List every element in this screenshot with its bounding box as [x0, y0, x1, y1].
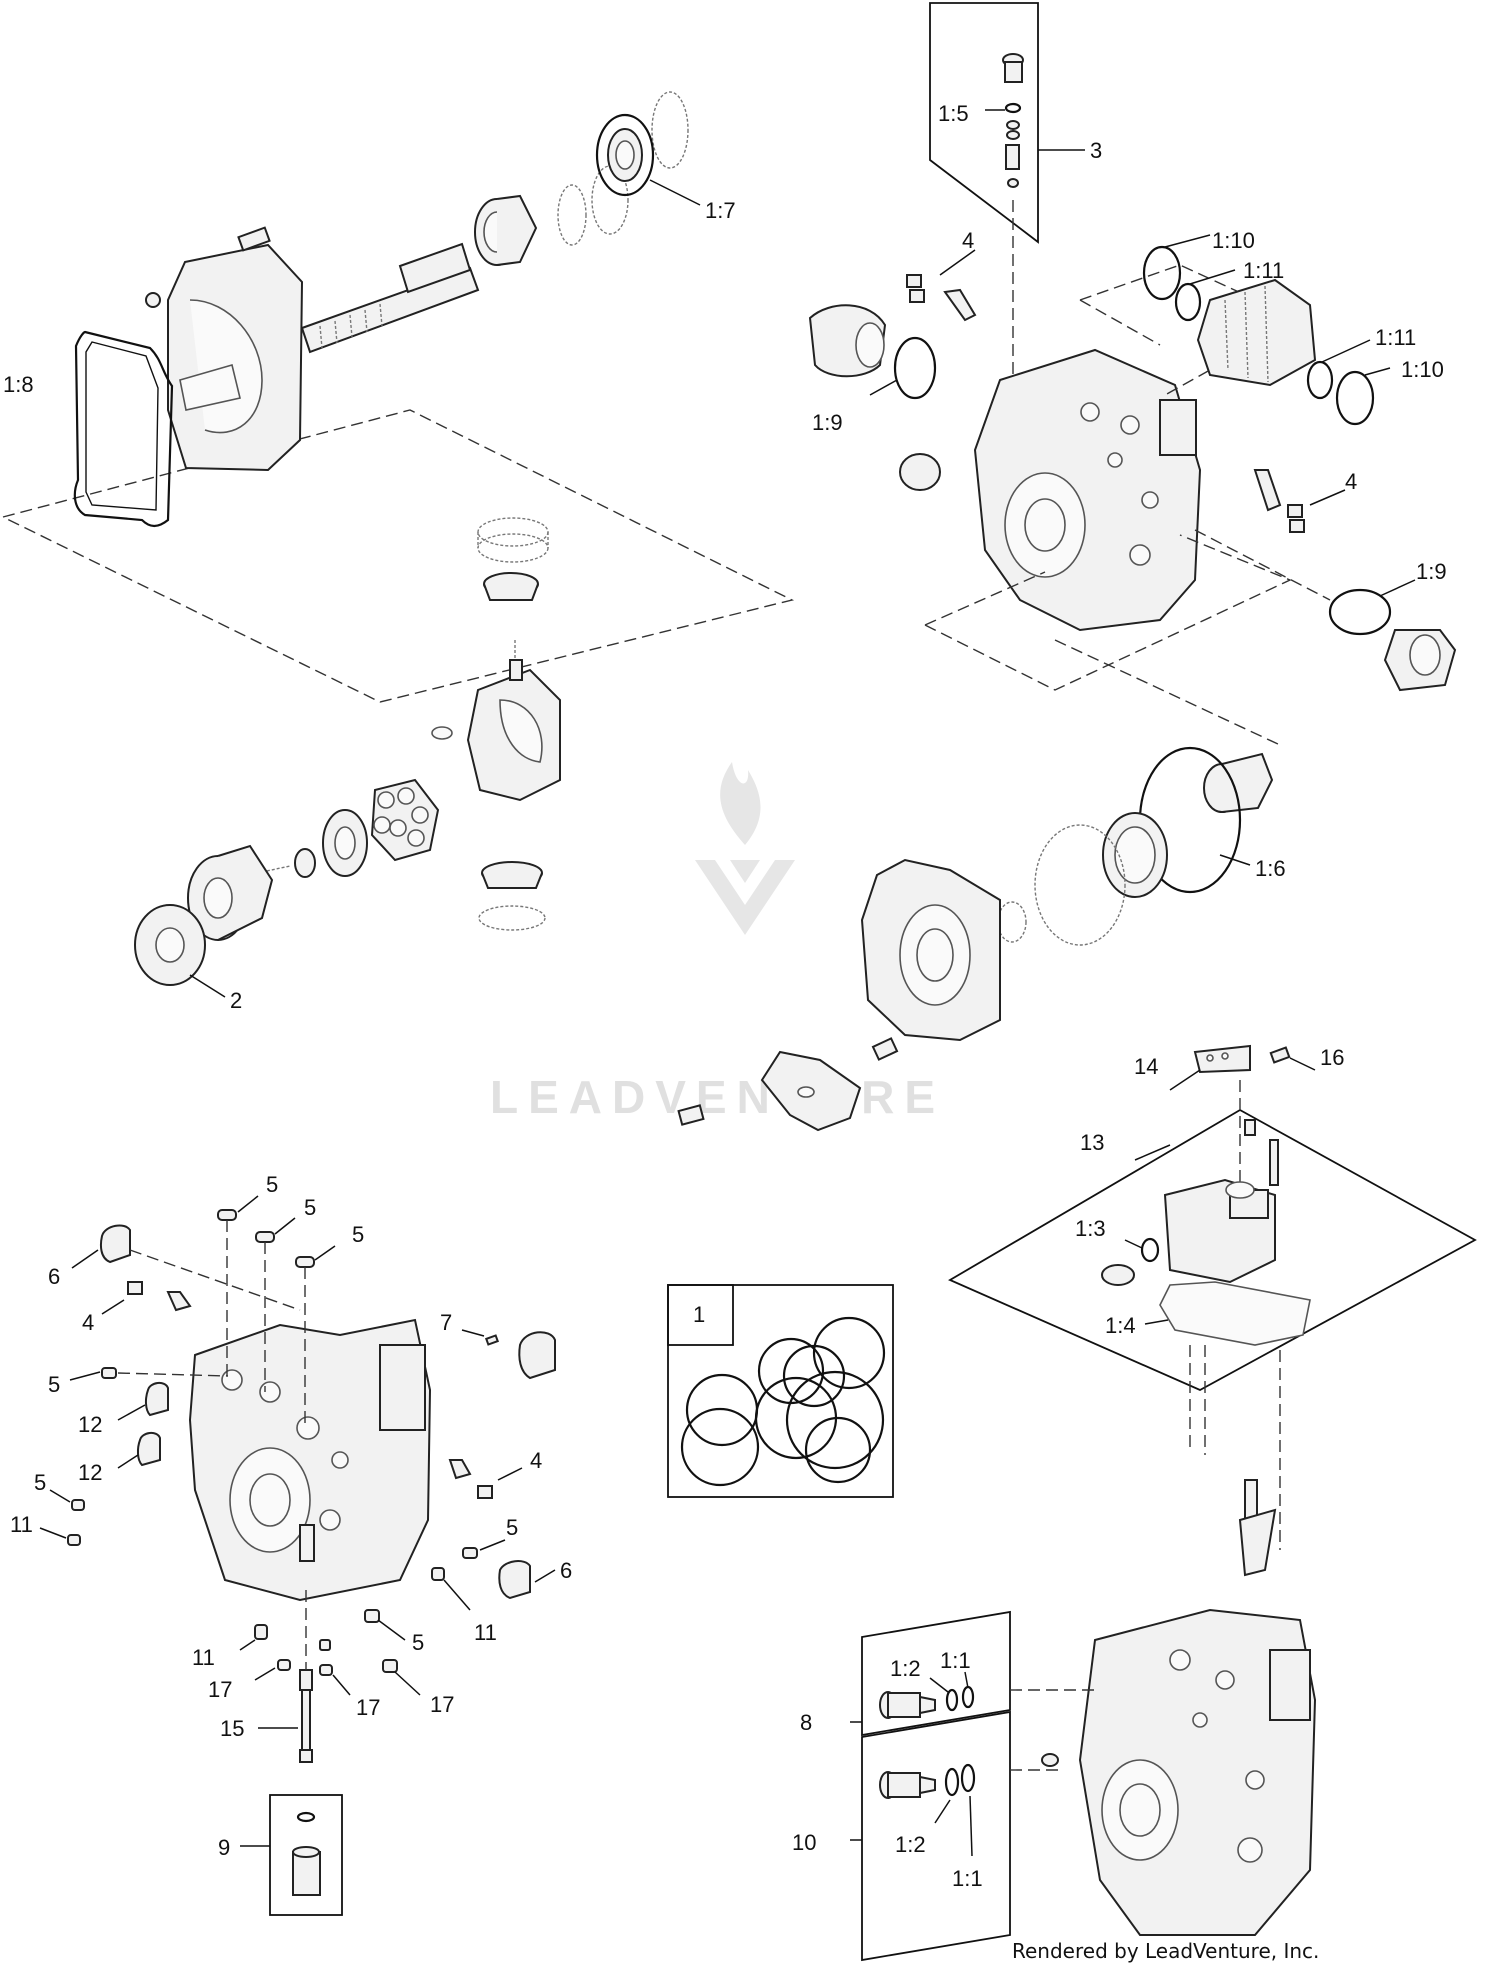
housing-lower-right: [850, 1479, 1317, 1962]
o-ring-1-9b: [1328, 588, 1392, 636]
charge-pump-assembly: [677, 639, 1281, 1132]
label-5-g: 5: [412, 1630, 424, 1655]
label-9: 9: [218, 1835, 230, 1860]
label-1-9-left: 1:9: [812, 410, 843, 435]
label-13: 13: [1080, 1130, 1104, 1155]
kit-ring-1: [812, 1316, 886, 1390]
label-14: 14: [1134, 1054, 1158, 1079]
label-4-mid: 4: [530, 1448, 542, 1473]
kit-ring-7: [680, 1407, 760, 1487]
label-11-b: 11: [474, 1620, 497, 1645]
label-1-kit: 1: [693, 1302, 705, 1327]
label-12-b: 12: [78, 1460, 102, 1485]
label-1-6: 1:6: [1255, 856, 1286, 881]
label-15: 15: [220, 1716, 244, 1741]
label-5-e: 5: [34, 1470, 46, 1495]
label-1-7: 1:7: [705, 198, 736, 223]
o-ring-1-11b: [1306, 360, 1334, 400]
label-8: 8: [800, 1710, 812, 1735]
label-12-a: 12: [78, 1412, 102, 1437]
label-5-d: 5: [48, 1372, 60, 1397]
label-3: 3: [1090, 138, 1102, 163]
housing-lower-left: [39, 1195, 556, 1916]
o-ring-8b: [961, 1685, 975, 1709]
label-1-5: 1:5: [938, 101, 969, 126]
label-1-2-bottom: 1:2: [895, 1832, 926, 1857]
label-1-1-bottom: 1:1: [952, 1866, 983, 1891]
label-2: 2: [230, 988, 242, 1013]
kit-ring-8: [804, 1416, 872, 1484]
kit-ring-3: [782, 1344, 846, 1408]
label-1-2-top: 1:2: [890, 1656, 921, 1681]
o-ring-1-10a: [1142, 245, 1182, 301]
watermark: LEADVENTURE: [490, 762, 945, 1123]
render-credit: Rendered by LeadVenture, Inc.: [1012, 1939, 1319, 1963]
label-6-left: 6: [48, 1264, 60, 1289]
watermark-text: LEADVENTURE: [490, 1071, 945, 1123]
label-1-8: 1:8: [3, 372, 34, 397]
label-17-c: 17: [430, 1692, 454, 1717]
callout-labels: 1:5 3 1:7 4 1:10 1:11 1:11 1:10 1:8 1:9 …: [3, 101, 1447, 1891]
label-17-a: 17: [208, 1677, 232, 1702]
label-1-10-top: 1:10: [1212, 228, 1255, 253]
o-ring-1-11a: [1174, 282, 1202, 322]
label-5-b: 5: [304, 1195, 316, 1220]
kit-ring-6: [785, 1370, 885, 1470]
label-4-right: 4: [1345, 469, 1357, 494]
label-10: 10: [792, 1830, 816, 1855]
label-1-9-right: 1:9: [1416, 559, 1447, 584]
o-ring-8a: [945, 1688, 959, 1712]
label-6-right: 6: [560, 1558, 572, 1583]
label-11-c: 11: [192, 1645, 215, 1670]
kit-box: [667, 1284, 894, 1498]
label-5-f: 5: [506, 1515, 518, 1540]
o-ring-10b: [960, 1763, 976, 1793]
label-16: 16: [1320, 1045, 1344, 1070]
label-1-3: 1:3: [1075, 1216, 1106, 1241]
kit-ring-5: [754, 1376, 838, 1460]
gasket: [73, 330, 174, 528]
label-11-a: 11: [10, 1512, 33, 1537]
control-module: [948, 1044, 1477, 1550]
shaft-assembly: [1, 91, 795, 703]
label-1-10-right: 1:10: [1401, 357, 1444, 382]
label-1-4: 1:4: [1105, 1313, 1136, 1338]
label-17-b: 17: [356, 1695, 380, 1720]
o-ring-servo-left: [893, 336, 937, 400]
label-1-11-top: 1:11: [1243, 258, 1284, 283]
o-ring-10a: [944, 1767, 960, 1797]
label-1-1-top: 1:1: [940, 1648, 971, 1673]
o-ring-1-3: [1140, 1237, 1160, 1263]
label-1-11-right: 1:11: [1375, 325, 1416, 350]
o-ring-1-10b: [1335, 370, 1375, 426]
label-4-left: 4: [82, 1310, 94, 1335]
kit-ring-2: [757, 1337, 825, 1405]
rotating-group: [134, 517, 561, 998]
label-4-top: 4: [962, 228, 974, 253]
housing-upper-right: [808, 2, 1457, 692]
label-5-a: 5: [266, 1172, 278, 1197]
label-5-c: 5: [352, 1222, 364, 1247]
shaft-seal: [595, 113, 655, 197]
flame-v-logo-icon: [695, 762, 795, 935]
label-7: 7: [440, 1310, 452, 1335]
